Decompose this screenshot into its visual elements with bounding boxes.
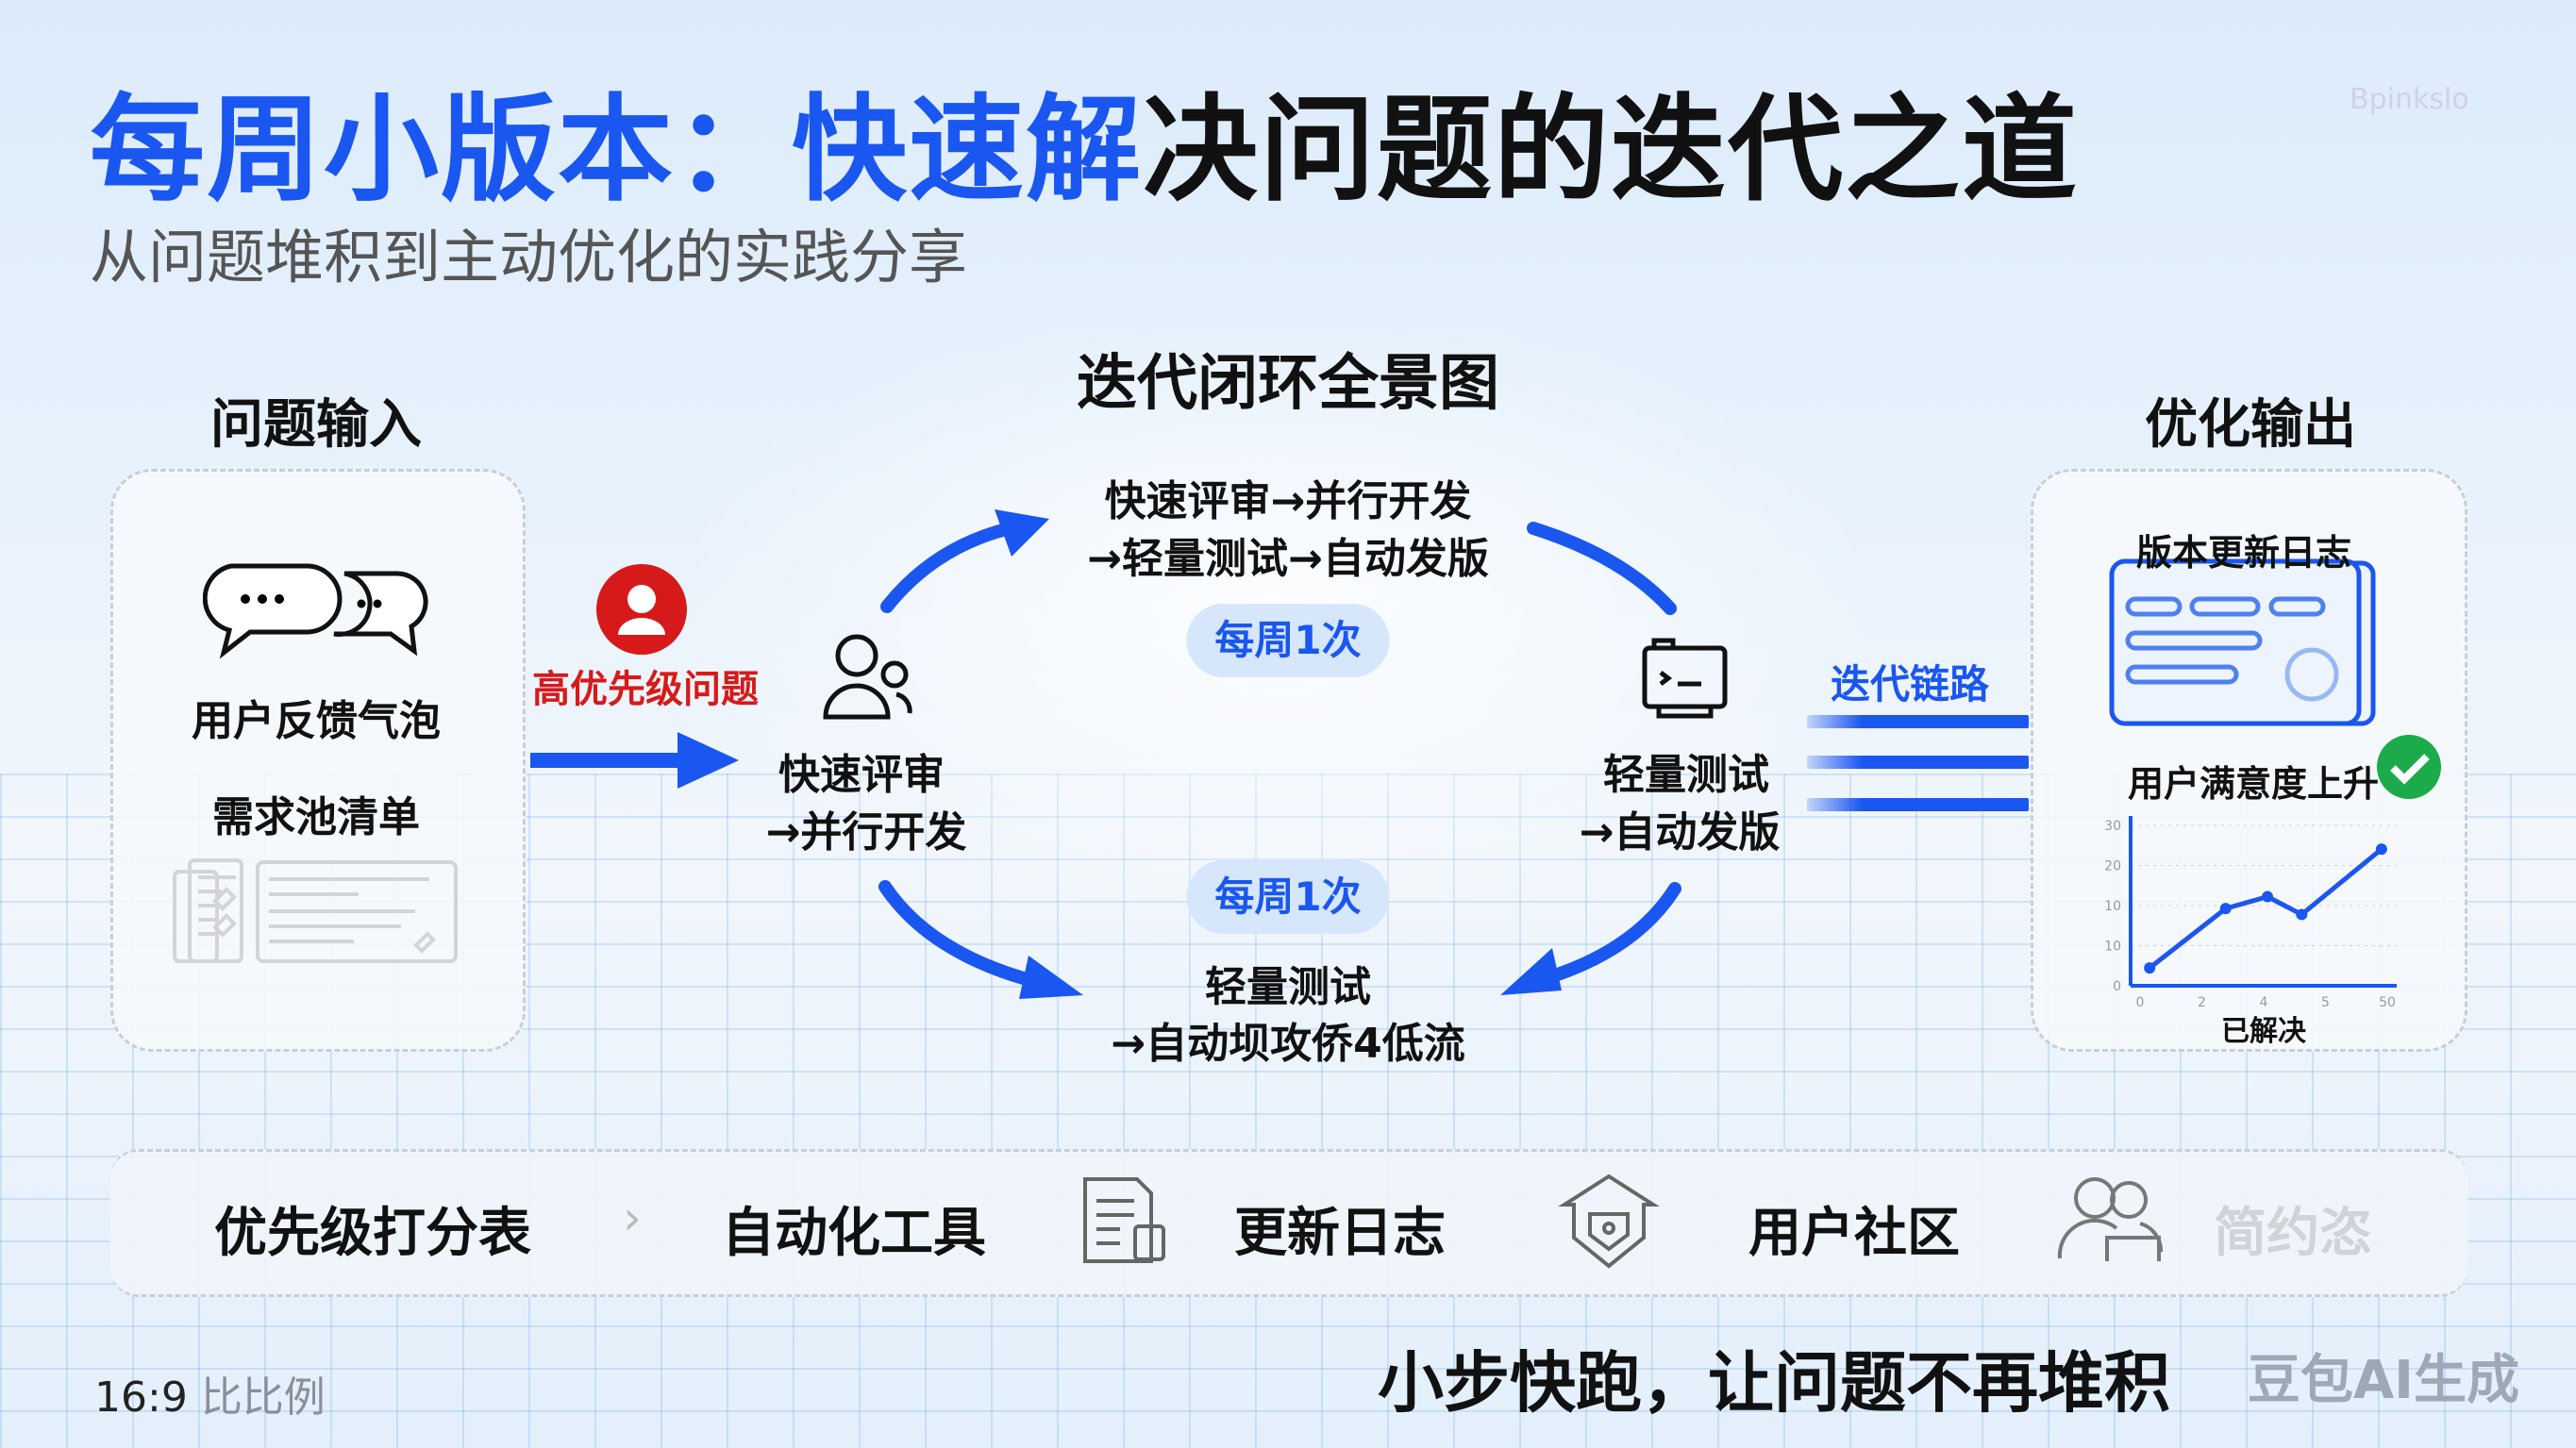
arrow-bottom-right	[1546, 882, 1681, 983]
feedback-label: 用户反馈气泡	[192, 697, 441, 745]
tool-minimal[interactable]: 简约恣	[2214, 1203, 2372, 1264]
output-heading: 优化输出	[2145, 394, 2356, 456]
tool-strip	[110, 1149, 2467, 1297]
chevron-right-icon: ›	[623, 1190, 642, 1245]
reviewer-user-icon	[823, 634, 912, 720]
x-tick-label: 2	[2198, 995, 2206, 1010]
series-line	[2148, 847, 2384, 971]
x-tick-label: 4	[2260, 995, 2268, 1010]
test-device-icon	[1642, 638, 1728, 719]
backlog-label: 需求池清单	[212, 793, 420, 841]
tool-community[interactable]: 用户社区	[1748, 1203, 1960, 1264]
frequency-badge-bottom: 每周1次	[1186, 860, 1390, 934]
tool-changelog[interactable]: 更新日志	[1234, 1203, 1446, 1264]
x-tick-label: 0	[2136, 995, 2145, 1010]
data-point	[2375, 843, 2387, 856]
loop-bottom-line2: →自动坝攻侨4低流	[1111, 1020, 1465, 1068]
check-icon	[2377, 735, 2441, 799]
loop-bottom-line1: 轻量测试	[1205, 963, 1371, 1011]
priority-user-icon	[596, 564, 687, 655]
arrow-bottom-left	[878, 880, 1040, 988]
test-line1: 轻量测试	[1603, 751, 1769, 799]
arrow-top-right	[1527, 522, 1677, 615]
page-title: 每周小版本：快速解决问题的迭代之道	[90, 57, 2079, 224]
loop-top-line2: →轻量测试→自动发版	[1087, 535, 1489, 583]
data-point	[2296, 908, 2308, 921]
y-tick-label: 10	[2104, 940, 2121, 955]
link-bar	[1807, 756, 2029, 769]
data-point	[2144, 962, 2156, 974]
link-bar	[1807, 798, 2029, 811]
ratio-text: 比比例	[200, 1373, 326, 1422]
data-point	[2262, 890, 2274, 903]
test-line2: →自动发版	[1579, 808, 1781, 857]
shield-house-icon	[1558, 1173, 1660, 1269]
review-line2: →并行开发	[765, 808, 967, 857]
input-arrow-icon	[530, 732, 739, 789]
slogan: 小步快跑，让问题不再堆积	[1378, 1344, 2170, 1422]
satisfaction-label: 用户满意度上升	[2127, 763, 2380, 805]
watermark-top: Bpinkslo	[2350, 83, 2469, 116]
arrow-top-left	[880, 522, 1016, 613]
backlog-documents-icon	[173, 858, 458, 963]
x-tick-label: 5	[2321, 995, 2330, 1010]
tool-automation[interactable]: 自动化工具	[722, 1203, 986, 1264]
link-bar	[1807, 715, 2029, 728]
y-tick-label: 20	[2104, 859, 2121, 874]
x-tick-label: 50	[2379, 995, 2396, 1010]
title-blue: 每周小版本：快速解	[90, 83, 1143, 217]
input-heading: 问题输入	[210, 394, 422, 456]
title-black: 决问题的迭代之道	[1143, 83, 2079, 217]
users-icon	[2057, 1177, 2164, 1261]
tool-priority-scoring[interactable]: 优先级打分表	[214, 1203, 531, 1264]
x-axis-label: 已解决	[2221, 1015, 2306, 1047]
aspect-ratio: 16:9 比比例	[94, 1363, 326, 1423]
priority-label: 高优先级问题	[532, 668, 759, 711]
frequency-badge-top: 每周1次	[1186, 604, 1390, 677]
ai-generated-watermark: 豆包AI生成	[2247, 1350, 2519, 1411]
changelog-card-icon	[2109, 558, 2376, 726]
changelog-title: 版本更新日志	[2135, 532, 2352, 574]
loop-top-line1: 快速评审→并行开发	[1104, 477, 1472, 525]
page-subtitle: 从问题堆积到主动优化的实践分享	[90, 223, 968, 291]
chat-bubbles-icon	[203, 563, 428, 659]
document-icon	[1083, 1177, 1165, 1263]
y-tick-label: 30	[2104, 819, 2121, 834]
y-tick-label: 0	[2113, 979, 2121, 994]
iteration-link-label: 迭代链路	[1831, 661, 1990, 707]
review-line1: 快速评审	[778, 751, 945, 799]
loop-heading: 迭代闭环全景图	[1077, 349, 1499, 419]
ratio-number: 16:9	[94, 1373, 188, 1422]
satisfaction-chart: 0 10 10 20 30 0 2 4 5 50 已解决	[2104, 816, 2397, 1047]
data-point	[2219, 903, 2232, 915]
y-tick-label: 10	[2104, 899, 2121, 914]
